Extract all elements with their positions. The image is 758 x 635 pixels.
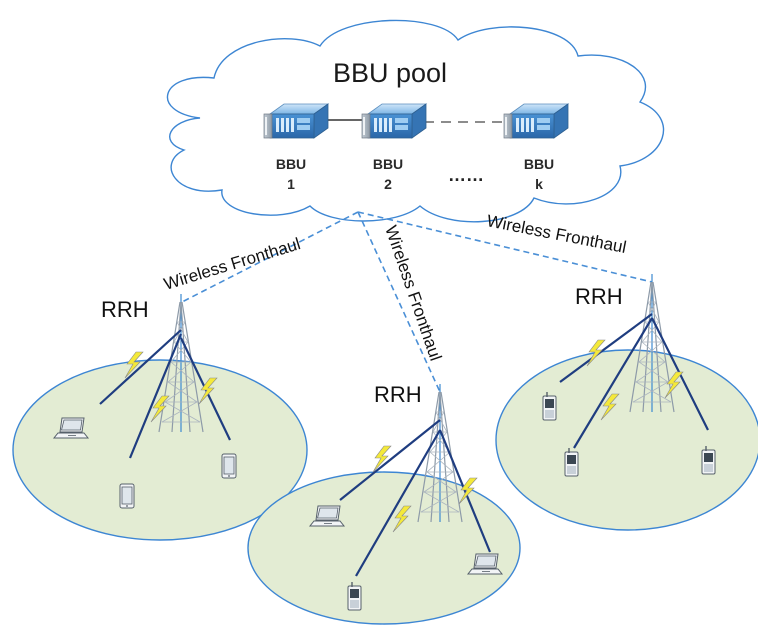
bbu-2-name: BBU (373, 156, 403, 172)
rrh-label-right: RRH (575, 284, 623, 309)
fronthaul-label-right: Wireless Fronthaul (485, 211, 628, 257)
rrh-label-left: RRH (101, 297, 149, 322)
fronthaul-links (181, 211, 653, 393)
radio-beam (128, 333, 183, 459)
rrh-label-center: RRH (374, 382, 422, 407)
cell-area-left (12, 359, 308, 541)
bbu-pool-cloud: BBU pool BBU 1 BBU 2 …… BBU k (166, 19, 665, 223)
tablet-icon (119, 483, 135, 509)
bbu-1-index: 1 (287, 176, 295, 192)
radio-beam (339, 419, 441, 501)
bbu-2-index: 2 (384, 176, 392, 192)
radio-beam (355, 429, 441, 577)
cell-left: RRH (53, 293, 237, 509)
phone-icon (701, 445, 716, 475)
cell-right: RRH (542, 273, 716, 477)
bbu-k-name: BBU (524, 156, 554, 172)
radio-beam (559, 313, 653, 383)
bbu-ellipsis: …… (448, 165, 484, 185)
phone-icon (221, 453, 237, 479)
phone-icon (542, 391, 557, 421)
radio-beam (438, 429, 492, 553)
radio-beam (99, 329, 182, 405)
fronthaul-label-left: Wireless Fronthaul (162, 234, 303, 294)
bbu-k-index: k (535, 176, 543, 192)
phone-icon (347, 581, 362, 611)
cell-area-center (247, 471, 521, 625)
phone-icon (564, 447, 579, 477)
lightning-icon (372, 445, 392, 473)
bbu-1-name: BBU (276, 156, 306, 172)
pool-title: BBU pool (333, 58, 447, 88)
fronthaul-link-left (181, 211, 359, 303)
radio-beam (573, 317, 653, 449)
cell-area-right (495, 349, 758, 531)
fronthaul-label-center: Wireless Fronthaul (381, 223, 445, 363)
fronthaul-link-center (357, 211, 441, 393)
cell-center: RRH (309, 382, 503, 611)
fronthaul-link-right (357, 211, 653, 283)
